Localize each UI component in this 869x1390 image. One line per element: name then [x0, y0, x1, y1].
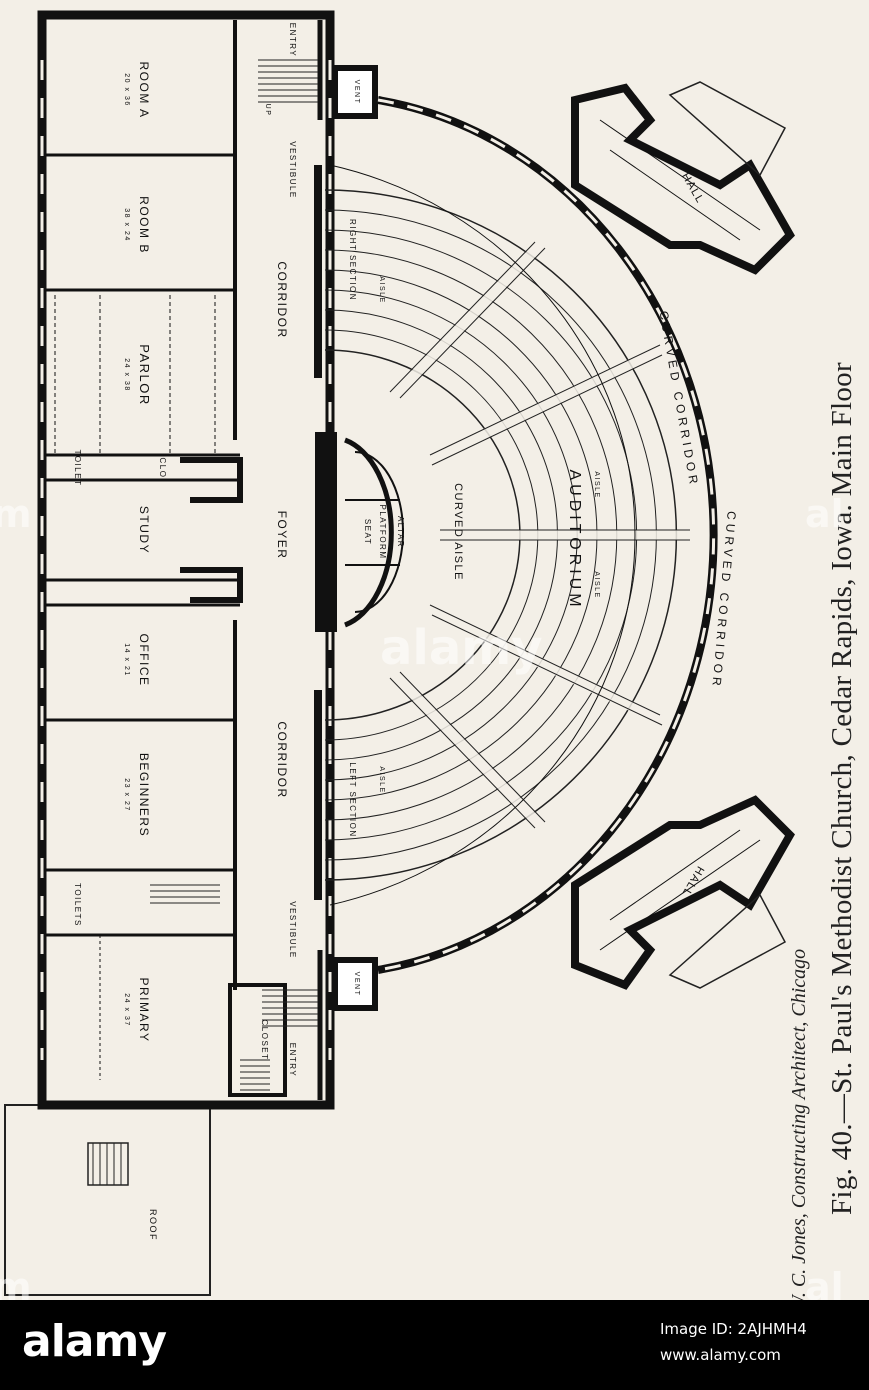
exterior-walls	[37, 10, 335, 1110]
entry-stairs	[150, 59, 318, 1091]
primary-label: PRIMARY	[137, 978, 151, 1043]
room-partitions	[46, 20, 378, 1100]
vestibule-top-label: VESTIBULE	[288, 141, 297, 199]
up-label: UP	[264, 104, 271, 117]
closet-clo-label: CLO	[158, 458, 167, 479]
platform-block	[314, 165, 404, 900]
altar-label: ALTAR	[396, 516, 405, 548]
beginners-label: BEGINNERS	[137, 753, 151, 837]
office-label: OFFICE	[137, 634, 151, 687]
study-label: STUDY	[137, 506, 151, 554]
image-id-text: Image ID: 2AJHMH4	[660, 1320, 807, 1338]
aisle-left-label: AISLE	[378, 766, 385, 793]
aisle-center-label-2: AISLE	[593, 571, 600, 598]
entry-top-label: ENTRY	[288, 23, 297, 57]
aisle-right-label: AISLE	[378, 276, 385, 303]
toilets-label: TOILETS	[73, 883, 82, 927]
watermark-right: al	[805, 492, 844, 536]
architect-credit: W. C. Jones, Constructing Architect, Chi…	[788, 948, 810, 1312]
toilet-label: TOILET	[73, 450, 82, 487]
seat-label: SEAT	[363, 519, 372, 545]
vent-top-label: VENT	[353, 80, 360, 105]
vestibule-bottom-label: VESTIBULE	[288, 901, 297, 959]
footer-bar	[0, 1300, 869, 1390]
left-section-label: LEFT SECTION	[348, 762, 357, 837]
beginners-capacity: 23 x 27	[123, 778, 130, 811]
room-b-label: ROOM B	[137, 196, 151, 254]
office-capacity: 14 x 21	[123, 643, 130, 676]
stair-tower-upper	[571, 83, 795, 275]
foyer-label: FOYER	[275, 511, 289, 560]
vent-bottom-label: VENT	[353, 972, 360, 997]
primary-capacity: 24 x 37	[123, 993, 130, 1026]
watermark-left: m	[0, 492, 32, 536]
corridor-top-label: CORRIDOR	[275, 261, 289, 338]
auditorium-seating	[325, 189, 690, 881]
entry-bottom-label: ENTRY	[288, 1043, 297, 1077]
curved-corridor-wall	[329, 96, 718, 974]
curved-aisle-label: CURVED AISLE	[452, 483, 464, 581]
roof-label: ROOF	[148, 1209, 158, 1241]
room-a-label: ROOM A	[137, 61, 151, 118]
parlor-capacity: 24 x 38	[123, 358, 130, 391]
roof-area	[4, 1104, 211, 1296]
room-a-capacity: 20 x 36	[123, 73, 130, 106]
aisle-center-label: AISLE	[593, 471, 600, 498]
corridor-bottom-label: CORRIDOR	[275, 721, 289, 798]
watermark-center: alamy	[380, 620, 543, 676]
floor-plan: ROOM A 20 x 36 ROOM B 38 x 24 PARLOR 24 …	[4, 10, 795, 1296]
closet-label: CLOSET	[260, 1019, 269, 1060]
parlor-label: PARLOR	[137, 344, 152, 406]
alamy-logo: alamy	[22, 1316, 167, 1367]
site-url-text: www.alamy.com	[660, 1346, 781, 1364]
stair-tower-lower	[571, 795, 795, 990]
figure-caption: Fig. 40.—St. Paul's Methodist Church, Ce…	[826, 362, 858, 1215]
platform-label: PLATFORM	[378, 505, 387, 560]
right-section-label: RIGHT SECTION	[348, 219, 357, 301]
stair-canopies	[668, 81, 787, 989]
auditorium-label: AUDITORIUM	[566, 469, 583, 610]
room-b-capacity: 38 x 24	[123, 208, 130, 241]
